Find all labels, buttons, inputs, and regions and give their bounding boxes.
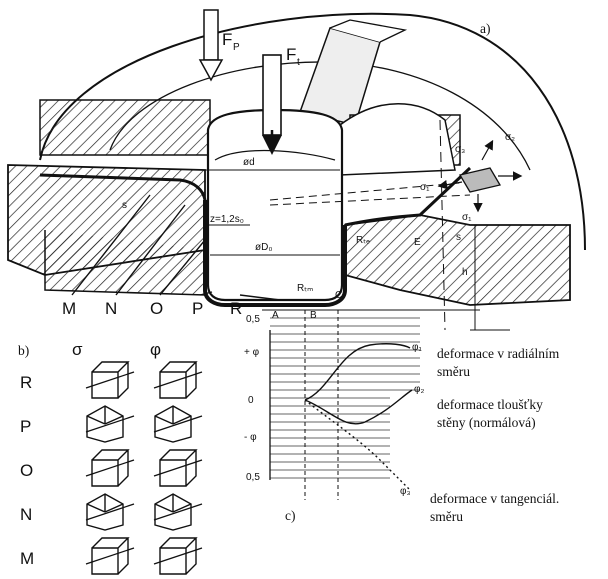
zone-p: P <box>192 299 203 318</box>
stress-cube <box>85 449 135 487</box>
axis-top-label: 0,5 <box>246 314 260 325</box>
zone-o: O <box>150 299 163 318</box>
phi1-curve <box>304 343 411 401</box>
force-p-subscript: P <box>233 42 240 53</box>
strain-cube <box>153 361 203 399</box>
legend-thickness-line2: stěny (normálová) <box>437 415 536 430</box>
phi3-label: φ₃ <box>400 486 411 497</box>
diameter-d0-label: øD₀ <box>255 242 272 253</box>
gap-label: z=1,2s₀ <box>210 214 244 225</box>
thickness-left-label: s <box>122 200 127 211</box>
force-p-label: F <box>222 30 232 49</box>
phi3-curve <box>304 399 411 491</box>
strain-cube <box>153 405 203 443</box>
stress-column-label: σ <box>72 340 83 359</box>
cube-row-label: R <box>20 373 32 392</box>
zone-n: N <box>105 299 117 318</box>
stress-cube <box>85 405 135 443</box>
radius-tm-label: Rₜₘ <box>297 283 313 294</box>
legend-tangential-line1: deformace v tangenciál. <box>430 491 559 506</box>
phi2-curve <box>304 389 413 425</box>
phi2-label: φ₂ <box>414 384 424 395</box>
point-c-label: C <box>335 290 342 301</box>
legend-radial-line1: deformace v radiálním <box>437 346 560 361</box>
cube-row-label: P <box>20 417 31 436</box>
cube-rows: R P O N M <box>20 361 203 575</box>
strain-cube <box>153 493 203 531</box>
height-label: h <box>462 267 468 278</box>
panel-c-label: c) <box>285 508 296 523</box>
strain-cube <box>153 537 203 575</box>
strain-chart <box>262 309 480 500</box>
legend-thickness-line1: deformace tloušťky <box>437 397 543 412</box>
zone-m: M <box>62 299 76 318</box>
cube-row-label: O <box>20 461 33 480</box>
legend-tangential-line2: směru <box>430 509 463 524</box>
strain-cube <box>153 449 203 487</box>
panel-b-label: b) <box>18 343 29 358</box>
legend-radial-line2: směru <box>437 364 470 379</box>
stress-cube <box>85 537 135 575</box>
panel-a-label: a) <box>480 21 491 36</box>
thickness-right-label: s <box>456 232 461 243</box>
stress-cube <box>85 493 135 531</box>
axis-bottom-label: 0,5 <box>246 472 260 483</box>
cube-row-label: M <box>20 549 34 568</box>
diameter-d-label: ød <box>243 157 255 168</box>
sigma1-radial-label: σ₁ <box>420 182 430 193</box>
cube-row-label: N <box>20 505 32 524</box>
drawing-tool-illustration <box>7 9 586 331</box>
radius-te-label: Rₜₑ <box>356 235 370 246</box>
axis-plus-label: + φ <box>244 347 260 358</box>
sigma1-label: σ₁ <box>462 212 472 223</box>
sigma3-label: σ₃ <box>455 144 465 155</box>
force-t-label: F <box>286 45 296 64</box>
strain-column-label: φ <box>150 340 161 359</box>
phi1-label: φ₁ <box>412 342 422 353</box>
point-b-label: B <box>310 310 317 321</box>
point-e-label: E <box>414 237 421 248</box>
point-a-label: A <box>272 310 279 321</box>
sigma2-label: σ₂ <box>505 132 515 143</box>
axis-zero-label: 0 <box>248 395 254 406</box>
axis-minus-label: - φ <box>244 432 257 443</box>
stress-cube <box>85 361 135 399</box>
zone-letters: M N O P R <box>62 299 242 318</box>
force-t-subscript: t <box>297 57 300 68</box>
zone-r: R <box>230 299 242 318</box>
